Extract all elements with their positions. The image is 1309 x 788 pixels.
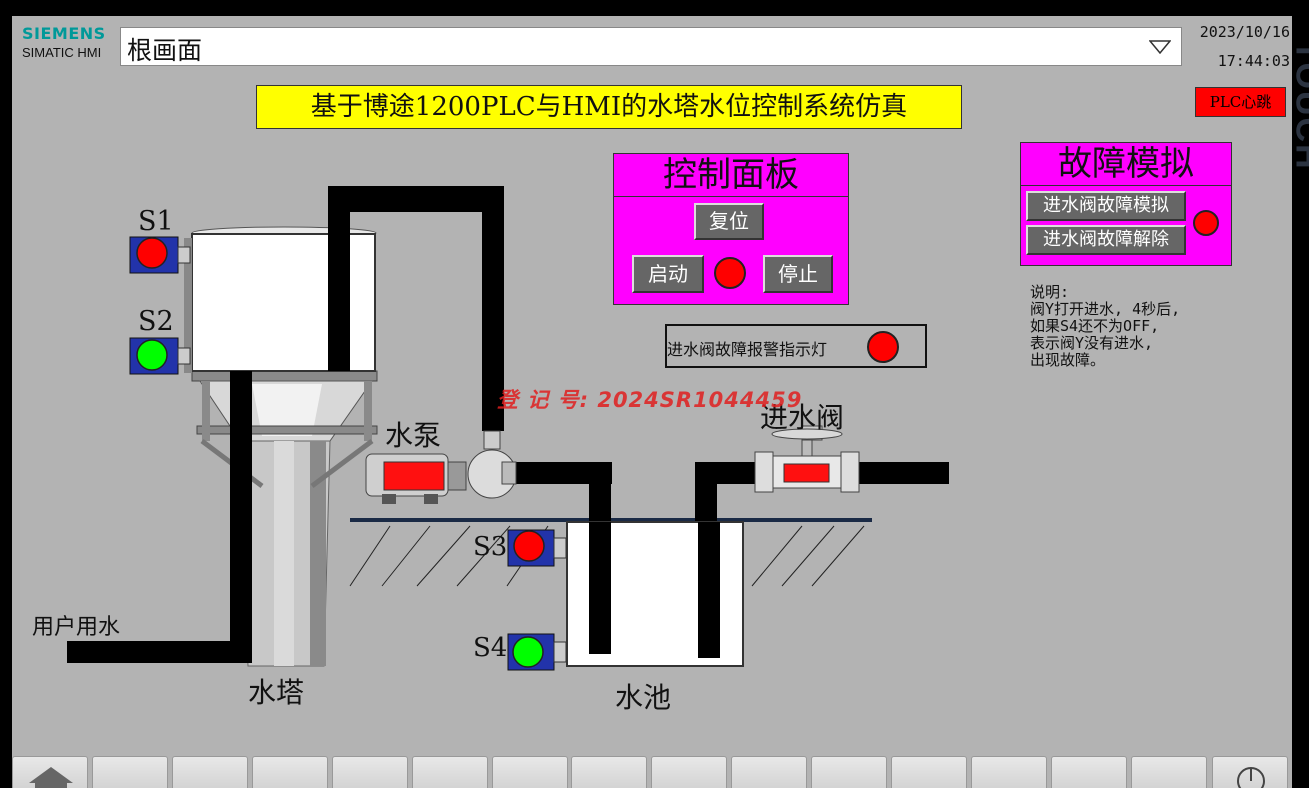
- level-sensor-s4: [507, 633, 567, 671]
- level-sensor-s1: [129, 236, 191, 274]
- inlet-valve: [754, 425, 860, 493]
- user-water-label: 用户用水: [32, 615, 121, 640]
- run-indicator-lamp: [714, 257, 746, 289]
- sensor-s2-lamp: [136, 339, 168, 371]
- sensor-s3-label: S3: [473, 532, 508, 562]
- power-icon: [1237, 767, 1265, 788]
- sensor-s4-lamp: [512, 636, 544, 668]
- fault-alarm-lamp: [867, 331, 899, 363]
- pump: [365, 430, 517, 504]
- fault-alarm-label: 进水阀故障报警指示灯: [667, 340, 828, 359]
- function-key-11[interactable]: [811, 756, 887, 788]
- function-key-13[interactable]: [971, 756, 1047, 788]
- pool-label: 水池: [615, 681, 672, 714]
- function-key-14[interactable]: [1051, 756, 1127, 788]
- fault-panel-title: 故障模拟: [1021, 143, 1231, 186]
- brand-name: SIEMENS: [22, 24, 106, 43]
- hmi-screen: SIEMENS SIMATIC HMI 根画面 2023/10/16 17:44…: [12, 16, 1292, 788]
- tower-label: 水塔: [248, 676, 305, 709]
- brand-sub: SIMATIC HMI: [22, 45, 102, 60]
- touch-side-text: TOUCH: [1292, 40, 1309, 171]
- stop-button[interactable]: 停止: [763, 255, 833, 293]
- tower-structure: [191, 370, 378, 667]
- function-key-8[interactable]: [571, 756, 647, 788]
- sensor-s2-label: S2: [138, 306, 174, 337]
- home-button[interactable]: [12, 756, 88, 788]
- screen-selector[interactable]: 根画面: [120, 27, 1182, 66]
- home-icon: [29, 767, 73, 788]
- process-diagram: [67, 186, 949, 671]
- function-key-9[interactable]: [651, 756, 727, 788]
- sensor-s3-lamp: [513, 530, 545, 562]
- fault-clear-button[interactable]: 进水阀故障解除: [1026, 225, 1186, 255]
- function-key-12[interactable]: [891, 756, 967, 788]
- function-key-15[interactable]: [1131, 756, 1207, 788]
- sensor-s1-label: S1: [138, 206, 174, 237]
- fault-indicator-lamp: [1193, 210, 1219, 236]
- start-button[interactable]: 启动: [632, 255, 704, 293]
- fault-panel: 故障模拟 进水阀故障模拟 进水阀故障解除: [1020, 142, 1232, 266]
- plc-heartbeat-indicator: PLC心跳: [1195, 87, 1286, 117]
- control-panel-title: 控制面板: [614, 154, 848, 197]
- sensor-s4-label: S4: [473, 633, 508, 663]
- fault-simulate-button[interactable]: 进水阀故障模拟: [1026, 191, 1186, 221]
- registration-watermark: 登 记 号: 2024SR1044459: [497, 388, 803, 412]
- function-key-5[interactable]: [332, 756, 408, 788]
- function-key-7[interactable]: [492, 756, 568, 788]
- water-pool: [566, 521, 744, 667]
- pump-label: 水泵: [385, 419, 442, 452]
- description-note: 说明: 阀Y打开进水, 4秒后, 如果S4还不为OFF, 表示阀Y没有进水, 出…: [1030, 283, 1181, 369]
- control-panel: 控制面板 复位 启动 停止: [613, 153, 849, 305]
- chevron-down-icon: [1149, 40, 1171, 54]
- touch-side-label: TOUCH: [1292, 16, 1309, 206]
- time: 17:44:03: [1217, 52, 1290, 70]
- reset-button[interactable]: 复位: [694, 203, 764, 240]
- level-sensor-s3: [507, 529, 567, 567]
- function-key-10[interactable]: [731, 756, 807, 788]
- brand: SIEMENS SIMATIC HMI: [22, 24, 106, 60]
- function-key-3[interactable]: [172, 756, 248, 788]
- fault-alarm-box: 进水阀故障报警指示灯: [665, 324, 927, 368]
- power-button[interactable]: [1212, 756, 1288, 788]
- function-key-6[interactable]: [412, 756, 488, 788]
- function-key-2[interactable]: [92, 756, 168, 788]
- inlet-valve-label: 进水阀: [760, 401, 845, 434]
- screen-name: 根画面: [127, 36, 203, 65]
- page-title: 基于博途1200PLC与HMI的水塔水位控制系统仿真: [256, 85, 962, 129]
- date: 2023/10/16: [1199, 23, 1290, 41]
- function-key-4[interactable]: [252, 756, 328, 788]
- sensor-s1-lamp: [136, 237, 168, 269]
- level-sensor-s2: [129, 337, 191, 375]
